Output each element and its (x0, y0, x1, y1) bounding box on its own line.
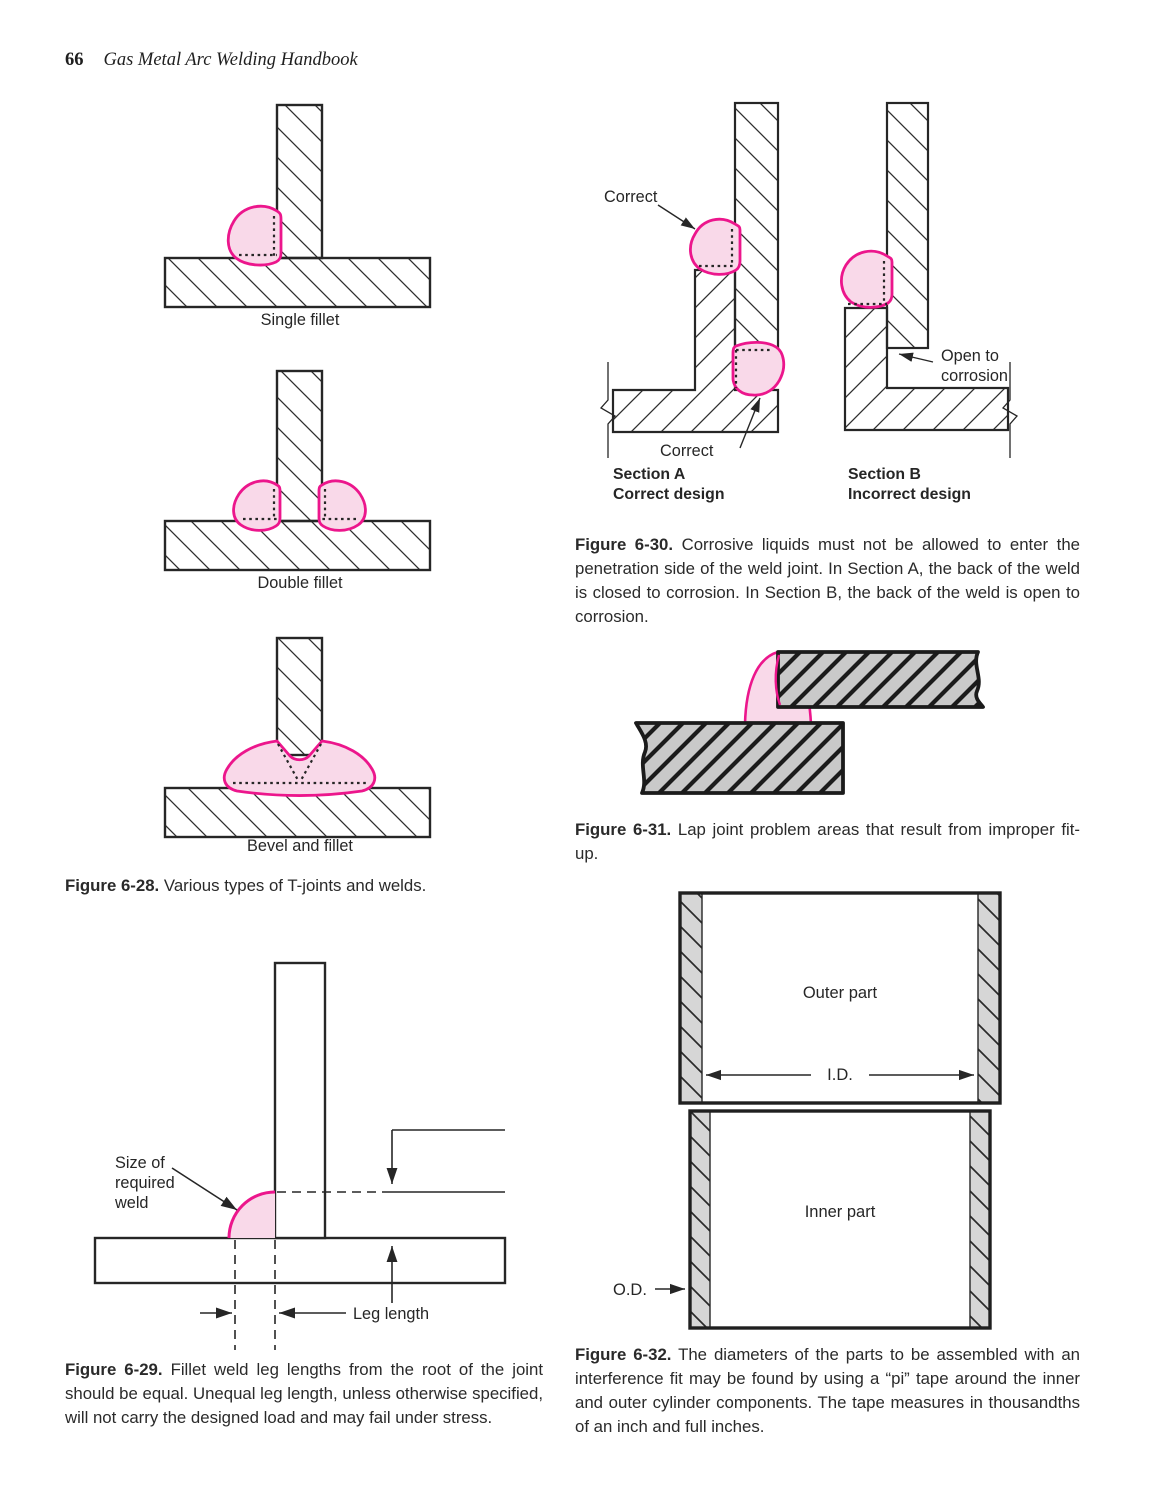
t-joint-single-fillet: Single fillet (163, 103, 432, 329)
inner-part-cylinder: Inner part O.D. (613, 1109, 992, 1330)
weld-bead-top (689, 217, 742, 276)
outer-part-left-wall (679, 892, 703, 1104)
outer-part-right-wall (977, 892, 1001, 1104)
od-label: O.D. (613, 1281, 647, 1299)
open-label-line1: Open to (941, 347, 999, 365)
weld-face-curve (227, 1190, 276, 1239)
weld-bead-right (317, 479, 367, 532)
correct-bottom-label: Correct (660, 442, 714, 460)
base-plate (163, 256, 432, 309)
open-label-line2: corrosion (941, 367, 1008, 385)
leg-extent-dashed-lines (234, 1240, 276, 1350)
section-a-joint: Correct Correct Section A Correct design (599, 101, 786, 503)
inner-part-right-wall (969, 1110, 991, 1329)
vertical-plate (275, 636, 324, 757)
bevel-fillet-label: Bevel and fillet (247, 837, 353, 855)
figure-6-29-caption: Figure 6-29. Fillet weld leg lengths fro… (65, 1360, 543, 1427)
t-joint-double-fillet: Double fillet (163, 369, 432, 592)
book-title: Gas Metal Arc Welding Handbook (103, 50, 358, 70)
vertical-plate (275, 103, 324, 260)
section-a-subtitle: Correct design (613, 486, 724, 503)
vertical-plate (733, 101, 780, 350)
size-label-line2: required (115, 1174, 175, 1192)
vertical-plate (885, 101, 930, 350)
figure-6-28-caption: Figure 6-28. Various types of T-joints a… (65, 876, 427, 895)
weld-bead (226, 204, 283, 267)
section-b-title: Section B (848, 466, 921, 483)
outer-part-outline (678, 891, 1002, 1105)
outer-part-cylinder: Outer part I.D. (678, 891, 1002, 1105)
correct-top-label: Correct (604, 188, 658, 206)
weld-leg-dotted-lines (233, 743, 366, 785)
base-plate (93, 1236, 507, 1285)
weld-dotted-lines-bottom (734, 348, 773, 388)
weld-bead (840, 249, 894, 309)
break-line (599, 362, 617, 458)
weld-bead-left (232, 479, 282, 532)
weld-bead-bottom (731, 340, 786, 397)
open-to-corrosion-arrow (898, 352, 934, 363)
page-number: 66 (65, 50, 84, 70)
figure-6-32-diagram: Outer part I.D. Inner part O.D. (613, 891, 1002, 1330)
inner-part-left-wall (689, 1110, 711, 1329)
vertical-plate (275, 369, 324, 523)
break-line (1001, 362, 1019, 458)
correct-top-arrow (657, 204, 696, 230)
lower-plate (634, 721, 845, 795)
size-label-line1: Size of (115, 1154, 165, 1172)
section-b-joint: Open to corrosion Section B Incorrect de… (840, 101, 1019, 503)
base-plate (163, 519, 432, 572)
double-fillet-label: Double fillet (257, 574, 343, 592)
page-header: 66 Gas Metal Arc Welding Handbook (65, 50, 358, 71)
size-of-weld-arrow (171, 1167, 238, 1211)
figure-6-29-diagram: Size of required weld Leg length (93, 961, 507, 1350)
upper-plate (776, 650, 985, 709)
vertical-plate (273, 961, 327, 1240)
dimension-reference-lines (390, 1129, 505, 1193)
section-b-subtitle: Incorrect design (848, 486, 971, 503)
figure-6-30-caption: Figure 6-30. Corrosive liquids must not … (575, 535, 1080, 626)
single-fillet-label: Single fillet (261, 311, 340, 329)
figure-6-32-caption: Figure 6-32. The diameters of the parts … (575, 1345, 1080, 1436)
figure-6-28-diagram: Single fillet Double fillet Bevel and fi… (163, 103, 432, 855)
t-joint-bevel-fillet: Bevel and fillet (163, 636, 432, 855)
correct-bottom-arrow (739, 397, 761, 449)
weld-fusion-line (774, 654, 782, 706)
inner-part-outline (688, 1109, 992, 1330)
id-label: I.D. (827, 1066, 853, 1084)
leg-length-label: Leg length (353, 1305, 429, 1323)
weld-leg-dotted-lines (239, 216, 277, 257)
figure-6-30-diagram: Correct Correct Section A Correct design… (599, 101, 1019, 503)
outer-part-label: Outer part (803, 984, 878, 1002)
weld-bead (222, 739, 377, 797)
weld-dotted-lines (848, 261, 887, 306)
figure-6-31-diagram (634, 650, 985, 795)
weld-bead (229, 1192, 275, 1238)
figure-6-31-caption: Figure 6-31. Lap joint problem areas tha… (575, 820, 1080, 863)
section-a-title: Section A (613, 466, 685, 483)
inner-part-label: Inner part (805, 1203, 876, 1221)
size-label-line3: weld (114, 1194, 149, 1212)
